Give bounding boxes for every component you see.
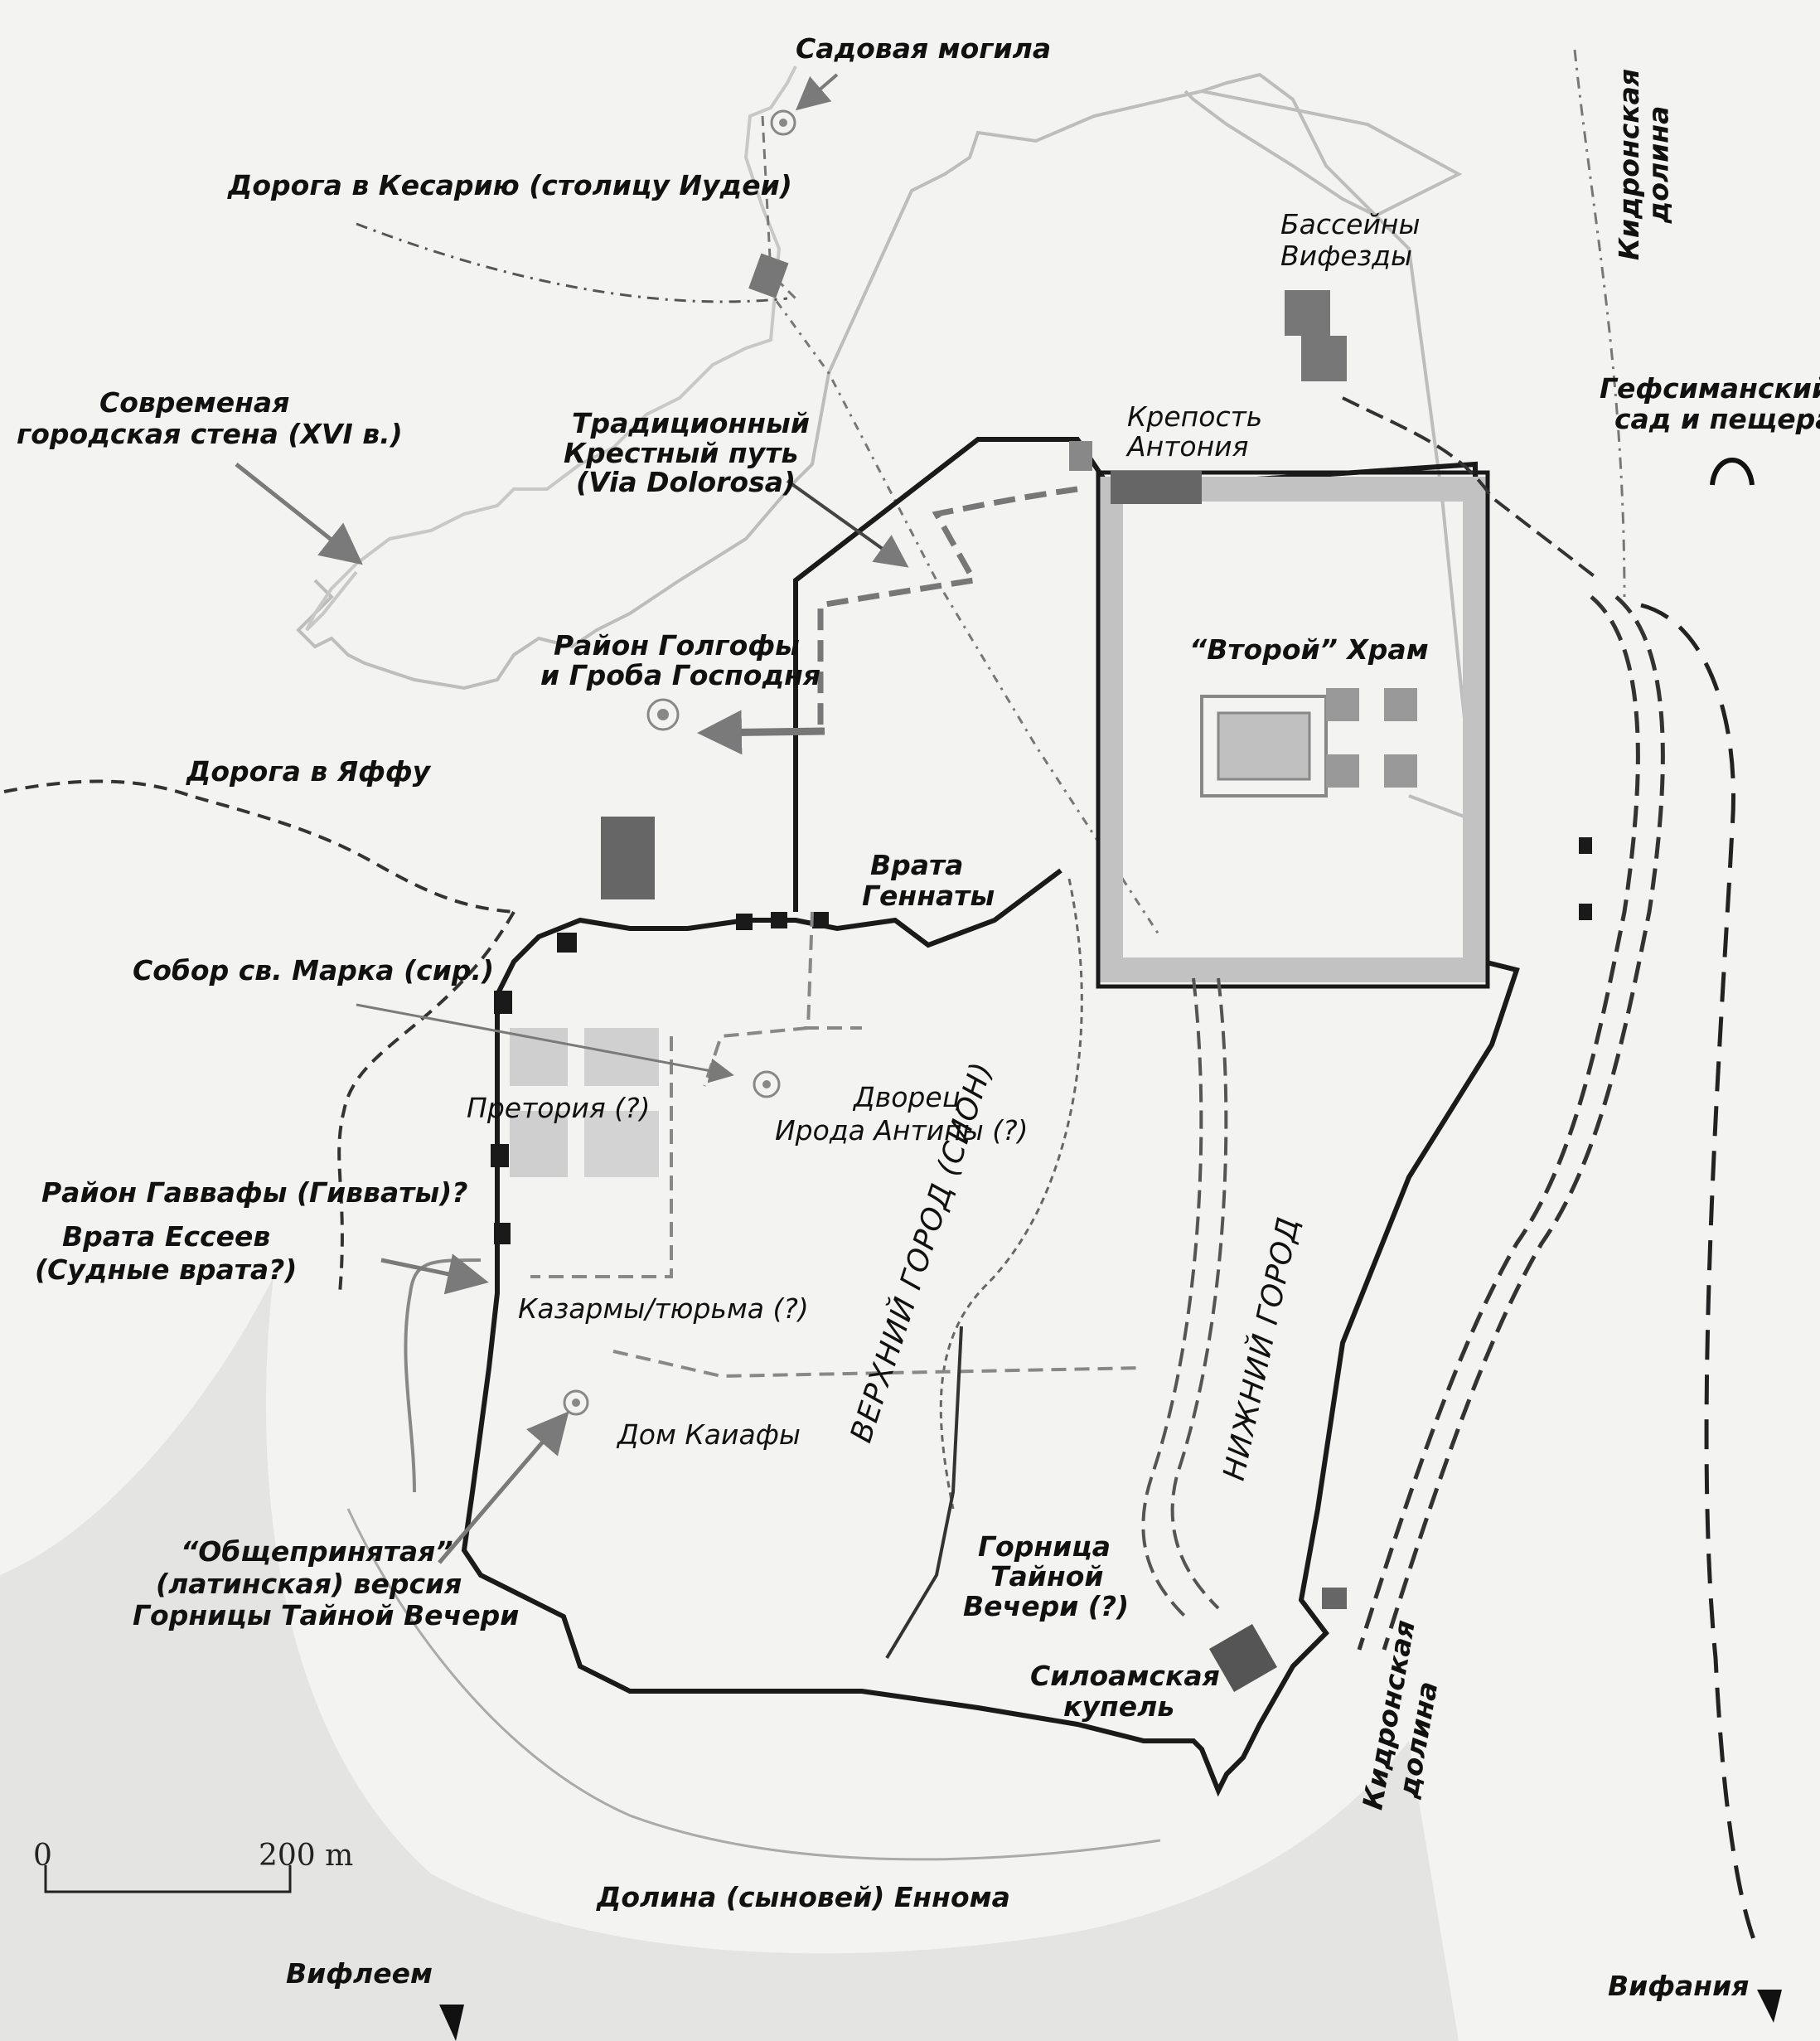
north-road xyxy=(761,281,1162,938)
gethsemane-cave xyxy=(1710,458,1755,486)
label-jaffa-road: Дорога в Яффу xyxy=(186,755,431,788)
label-latin-3: Горницы Тайной Вечери xyxy=(133,1599,520,1631)
upper-city-boundary xyxy=(939,878,1083,1510)
gabbatha-path xyxy=(404,1258,482,1493)
siloam-pool xyxy=(1209,1588,1347,1692)
kidron-upper-line xyxy=(1573,49,1626,598)
label-garden-tomb: Садовая могила xyxy=(796,32,1052,65)
label-bethesda-2: Вифезды xyxy=(1280,240,1413,272)
label-st-mark: Собор св. Марка (сир.) xyxy=(133,954,495,987)
pointer-modern-wall xyxy=(235,463,363,565)
pointer-st-mark xyxy=(356,1003,734,1084)
jaffa-road xyxy=(3,779,515,914)
label-hinnom: Долина (сыновей) Еннома xyxy=(597,1881,1010,1913)
terrain-shading xyxy=(0,1277,1459,2041)
label-modern-wall-1: Современая xyxy=(99,386,290,419)
modern-wall-west xyxy=(305,65,797,632)
antonia-tower xyxy=(1069,441,1092,471)
label-siloam-2: купель xyxy=(1063,1690,1175,1723)
tyropoeon-line-1 xyxy=(1141,977,1203,1618)
label-latin-2: (латинская) версия xyxy=(156,1568,462,1600)
hinnom-edge xyxy=(346,1508,1161,1861)
label-antonia-1: Крепость xyxy=(1127,400,1263,433)
label-antonia-2: Антония xyxy=(1127,430,1249,463)
label-gabbatha: Район Гаввафы (Гивваты)? xyxy=(41,1176,468,1209)
label-gethsemane-1: Гефсиманский xyxy=(1600,372,1820,405)
label-praetorium: Претория (?) xyxy=(467,1092,651,1124)
first-wall xyxy=(703,911,862,1087)
label-barracks: Казармы/тюрьма (?) xyxy=(518,1292,809,1325)
label-essenes-2: (Судные врата?) xyxy=(35,1253,298,1286)
marker-antipas-palace xyxy=(753,1070,781,1098)
label-bethlehem: Вифлеем xyxy=(286,1957,433,1990)
label-gennath-2: Геннаты xyxy=(862,880,995,912)
bethlehem-arrow xyxy=(439,2005,464,2041)
via-dolorosa-end xyxy=(697,710,825,755)
via-dolorosa xyxy=(817,486,1078,730)
label-gennath-1: Врата xyxy=(870,849,964,881)
label-antipas-2: Ирода Антипы (?) xyxy=(775,1114,1029,1147)
temple-mount xyxy=(1096,470,1490,989)
label-gethsemane-2: сад и пещера xyxy=(1614,403,1820,435)
kidron-line-2 xyxy=(1382,595,1665,1651)
caesarea-road xyxy=(356,222,788,303)
label-bethany: Вифания xyxy=(1608,1970,1750,2002)
pointer-garden-tomb xyxy=(795,73,839,111)
barracks-wall xyxy=(530,1036,1145,1379)
caesarea-gate-block xyxy=(748,253,789,298)
praetorium-blocks xyxy=(510,1028,659,1177)
bethany-arrow xyxy=(1757,1990,1782,2023)
label-via-1: Традиционный xyxy=(572,407,810,439)
label-caesarea-road: Дорога в Кесарию (столицу Иудеи) xyxy=(228,169,792,201)
marker-garden-tomb xyxy=(770,109,796,136)
label-kidron-top-2: долина xyxy=(1642,105,1675,224)
kidron-line-1 xyxy=(1357,595,1640,1651)
upper-room-ravine xyxy=(885,1326,963,1660)
label-upper-room-1: Горница xyxy=(978,1530,1111,1563)
pointer-latin-upper-room xyxy=(438,1411,569,1564)
label-via-2: Крестный путь xyxy=(564,437,799,469)
label-latin-1: “Общепринятая” xyxy=(181,1535,453,1568)
scale-max: 200 m xyxy=(259,1839,354,1873)
label-golgotha-2: и Гроба Господня xyxy=(540,659,821,691)
label-temple: “Второй” Храм xyxy=(1189,633,1429,666)
label-caiaphas: Дом Каиафы xyxy=(617,1418,801,1451)
label-siloam-1: Силоамская xyxy=(1030,1660,1220,1692)
tyropoeon-line-2 xyxy=(1170,977,1228,1610)
bethesda-pools xyxy=(1285,290,1347,381)
antonia-fortress xyxy=(1111,471,1202,504)
west-road xyxy=(337,911,516,1294)
label-golgotha-1: Район Голгофы xyxy=(554,629,800,662)
pointer-via-dolorosa xyxy=(786,479,909,568)
marker-golgotha xyxy=(646,698,680,731)
label-bethesda-1: Бассейны xyxy=(1280,208,1421,240)
gethsemane-approach xyxy=(1342,396,1601,582)
label-essenes-1: Врата Ессеев xyxy=(62,1220,271,1253)
label-modern-wall-2: городская стена (XVI в.) xyxy=(17,418,403,450)
wall-towers xyxy=(491,837,1592,1244)
golgotha-block xyxy=(601,817,655,899)
label-upper-room-2: Тайной xyxy=(990,1560,1104,1593)
label-kidron-top-1: Кидронская xyxy=(1613,68,1646,261)
label-upper-room-3: Вечери (?) xyxy=(963,1590,1130,1622)
pointer-essenes-gate xyxy=(380,1253,489,1295)
label-via-3: (Via Dolorosa) xyxy=(576,466,796,498)
marker-latin-upper-room xyxy=(563,1389,589,1416)
scale-zero: 0 xyxy=(33,1839,52,1873)
bethany-road xyxy=(1640,603,1759,1949)
scale-bar xyxy=(44,1865,292,1893)
label-antipas-1: Дворец xyxy=(854,1081,961,1113)
